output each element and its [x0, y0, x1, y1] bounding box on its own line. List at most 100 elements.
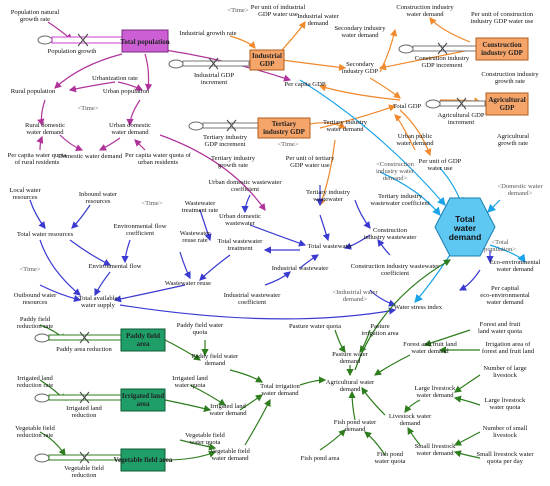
paddy-flow	[34, 331, 122, 344]
link-large-quota	[453, 395, 481, 406]
link-rural-to-domestic	[59, 134, 84, 152]
link-industrial-growth	[229, 35, 256, 49]
link-forest-quota	[423, 329, 471, 347]
var-urbanization-rate: Urbanization rate	[92, 75, 138, 82]
link-urban-ww-coef	[241, 194, 251, 214]
link-irrigated-area-to-demand	[164, 399, 212, 413]
links-agriculture	[39, 259, 481, 461]
var-industrial-wastewater: Industrial wastewater	[272, 265, 329, 272]
link-urban-quota	[134, 139, 146, 151]
link-veg-quota	[179, 439, 217, 451]
flow-label: Paddy area reduction	[56, 346, 112, 353]
var-industrial-growth-rate: Industrial growth rate	[179, 30, 236, 37]
link-total-to-supply	[39, 239, 81, 296]
link-ind-ww-to-total	[299, 254, 320, 269]
link-irrigated-quota	[189, 384, 226, 406]
link-total-irrigation-to-agri	[299, 376, 327, 386]
link-agri-to-twd	[354, 259, 452, 371]
link-twd-to-eco	[489, 244, 526, 263]
link-pop-to-urban-pop	[144, 53, 153, 92]
link-pasture-quota	[334, 329, 346, 353]
link-const-demand-ref	[354, 199, 371, 229]
var-time: <Time>	[141, 200, 162, 207]
flow-label: Population growth	[48, 48, 98, 55]
link-const-gdp-to-const-water	[429, 17, 471, 43]
var-rural-population: Rural population	[11, 88, 56, 95]
link-supply-to-stress	[119, 304, 397, 320]
population-growth-flow	[37, 33, 123, 47]
valve-icon	[437, 42, 448, 55]
valve-icon	[208, 57, 219, 70]
valve-icon	[456, 97, 467, 110]
var-time: <Time>	[227, 7, 248, 14]
link-fish-to-agri	[348, 390, 356, 421]
link-outbound-to-supply	[39, 284, 82, 303]
var-per-capita-gdp: Per capita GDP	[284, 81, 325, 88]
link-urbanization-to-rural	[68, 81, 116, 93]
link-tertiary-ww-to-total	[319, 214, 330, 242]
links-water-resources	[29, 184, 494, 320]
link-env-flow-to-supply	[94, 271, 111, 297]
link-reuse-rate	[179, 251, 191, 280]
valve-icon	[79, 451, 90, 464]
link-total-gdp-to-unit-water	[399, 109, 432, 157]
link-urban-pop-to-urban-domestic	[126, 99, 141, 127]
cloud-icon	[188, 121, 204, 131]
cloud-icon	[398, 44, 414, 54]
vegetable-flow	[34, 451, 122, 464]
link-small-quota	[453, 450, 481, 459]
link-pop-to-rural-pop	[54, 53, 123, 89]
cloud-icon	[34, 333, 50, 343]
var-total-water-resources: Total water resources	[17, 231, 74, 238]
link-pasture-area	[359, 329, 371, 353]
var-fish-pond-area: Fish pond area	[301, 455, 340, 462]
link-urbanization-to-urban	[117, 81, 144, 91]
link-tertiary-to-total-gdp	[319, 104, 397, 129]
link-livestock-to-agri	[361, 387, 386, 416]
industrial-gdp-flow	[168, 57, 250, 70]
link-reuse-to-supply	[113, 284, 186, 303]
link-irrigated-demand-to-total	[239, 394, 263, 411]
stock-vegetable-field-area: Vegetable field area	[114, 448, 173, 472]
var-domestic-water-demand: Domestic water demand	[58, 153, 123, 160]
link-urban-to-domestic	[98, 137, 121, 151]
link-paddy-demand-to-total	[229, 369, 264, 383]
